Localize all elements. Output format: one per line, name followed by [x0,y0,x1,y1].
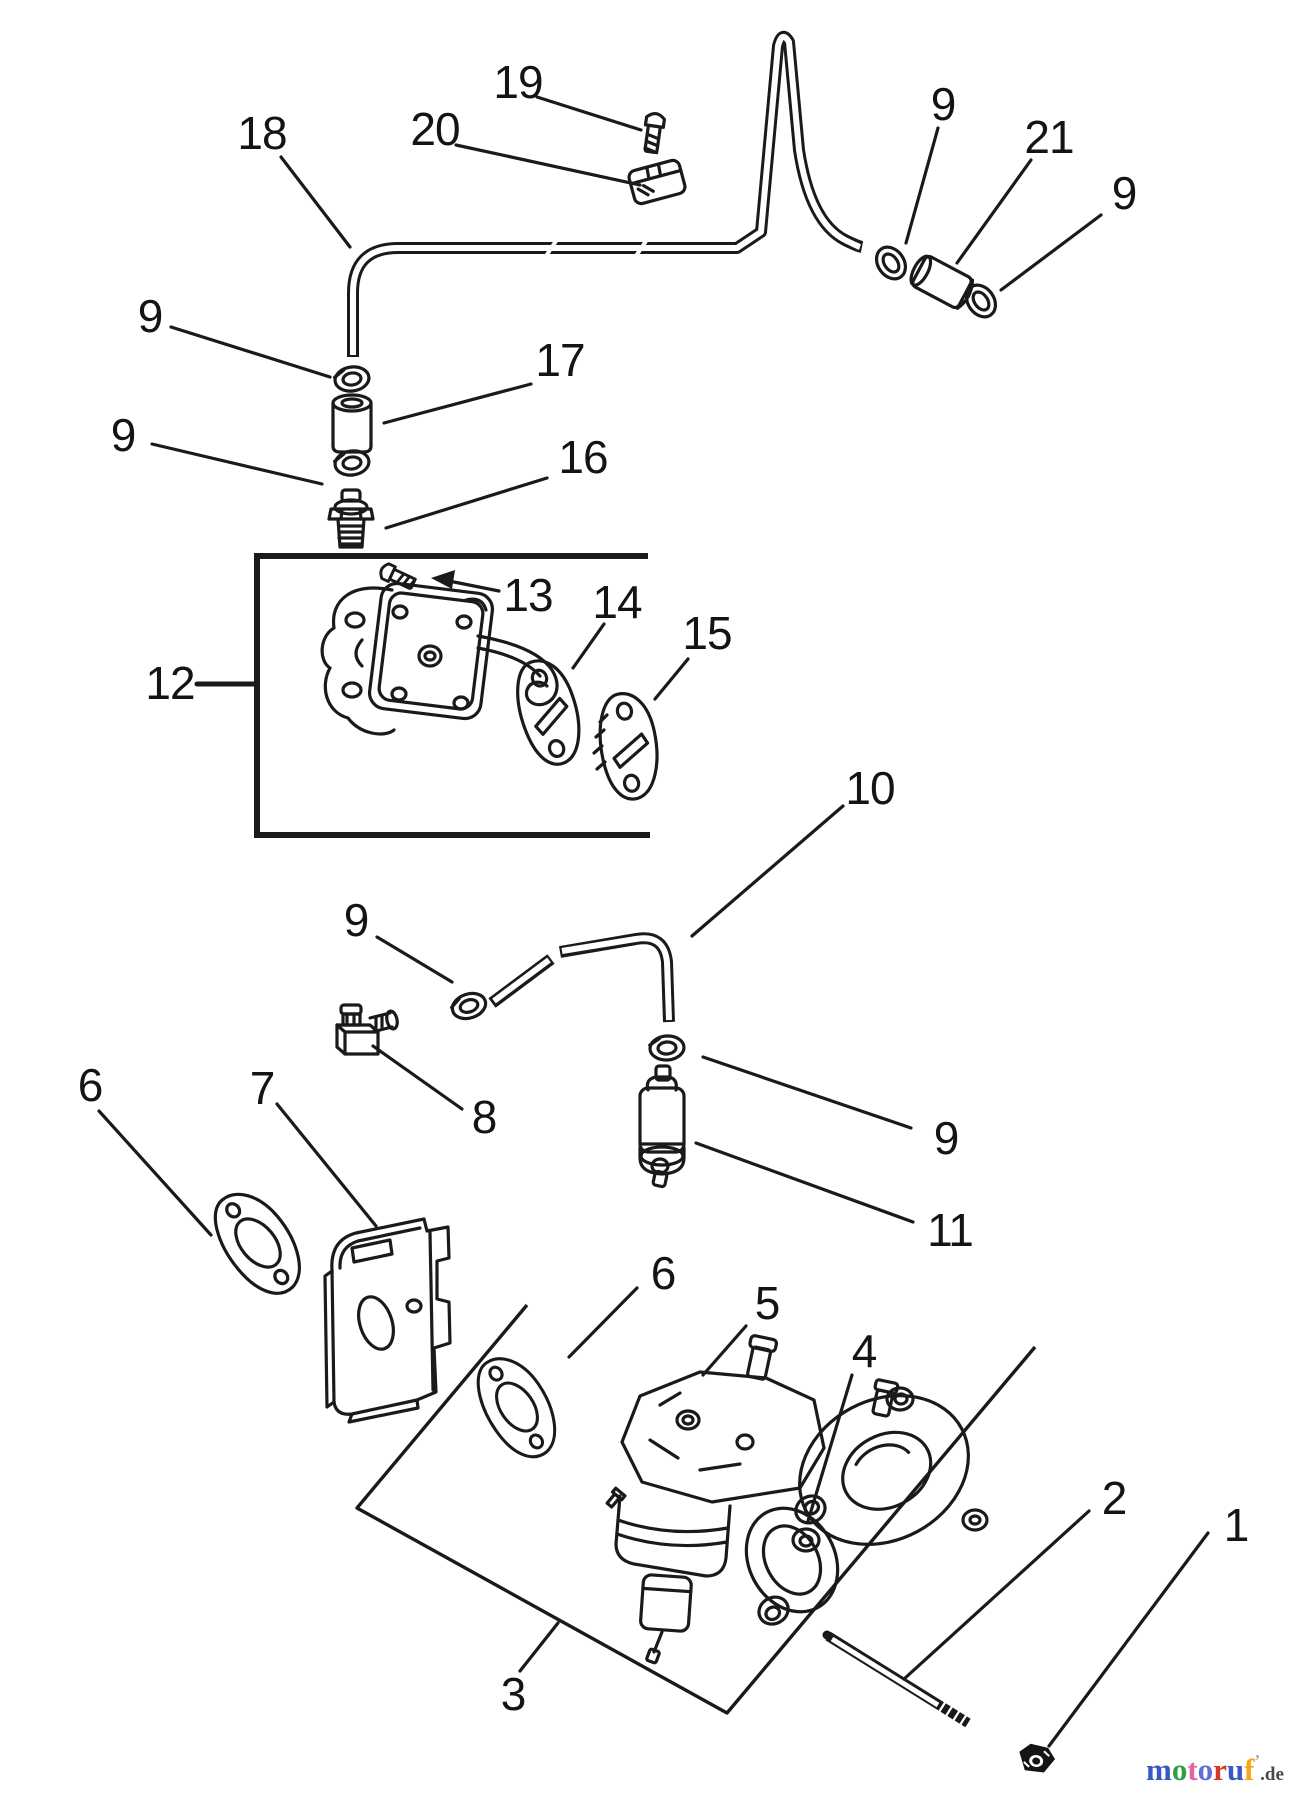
leader-line-13 [447,579,501,593]
watermark-letter: f [1244,1752,1255,1787]
callout-label-6: 6 [77,1059,104,1111]
watermark-suffix: .de [1260,1764,1284,1785]
leader-line-17 [382,382,533,425]
leader-line-16 [384,476,549,530]
callout-label-11: 11 [927,1204,974,1256]
callout-label-9: 9 [137,290,164,342]
callout-label-1: 1 [1223,1499,1250,1551]
leader-line-7 [275,1102,378,1228]
watermark-letter: t [1187,1752,1198,1787]
leader-arrowhead-13 [431,570,455,589]
part-10-fuel-hose [488,932,675,1023]
part-12-fuel-pump [320,581,559,736]
watermark-tick: ’ [1254,1751,1261,1770]
group-12-box [254,553,650,838]
leader-line-5 [701,1324,748,1377]
part-5-carburetor [605,1334,989,1665]
callout-label-7: 7 [249,1062,276,1114]
leader-lines-layer [97,95,1210,1748]
part-7-heat-shield [323,1217,452,1424]
callout-label-14: 14 [592,576,642,628]
callout-label-21: 21 [1024,111,1074,163]
part-14-gasket [502,651,595,774]
leader-line-21 [955,158,1033,265]
leader-line-19 [535,95,643,132]
callout-label-9: 9 [343,894,370,946]
leader-line-9 [169,325,332,379]
watermark-letter: o [1197,1752,1214,1787]
leader-line-18 [279,155,352,249]
part-1-nut [1019,1743,1056,1773]
callout-label-9: 9 [933,1112,960,1164]
leader-line-9 [999,213,1103,292]
callout-label-9: 9 [1111,167,1138,219]
callout-label-9: 9 [110,409,137,461]
watermark-logo: motoruf’.de [1146,1752,1284,1785]
leader-line-10 [690,804,845,938]
callout-label-10: 10 [845,762,895,814]
part-13-screw [376,560,418,593]
leader-line-4 [806,1373,854,1523]
part-11-fuel-filter [638,1064,686,1189]
watermark-letter: m [1146,1752,1172,1787]
leader-line-9 [701,1055,913,1130]
group-3-outline [355,1303,1037,1715]
part-9-clamp-ring-right2 [959,278,1003,324]
part-9-clamp-hose10 [447,987,491,1025]
callout-label-5: 5 [754,1277,781,1329]
part-18-fuel-line [347,30,864,357]
callout-label-6: 6 [650,1247,677,1299]
watermark-letter: u [1226,1752,1245,1787]
callout-label-17: 17 [535,334,585,386]
callout-label-20: 20 [410,103,460,155]
part-17-hose-piece [331,393,373,454]
callout-label-3: 3 [500,1668,527,1720]
part-15-gasket-hatch [592,713,609,771]
callout-label-18: 18 [237,107,287,159]
part-9-clamp-ring-right1 [869,240,913,286]
callout-label-4: 4 [851,1325,878,1377]
part-2-stud [822,1630,971,1728]
leader-line-20 [454,143,642,187]
watermark-letter: o [1171,1752,1188,1787]
leader-line-8 [371,1044,464,1111]
leader-line-11 [694,1141,915,1224]
leader-line-6 [97,1109,213,1237]
part-19-screw [640,110,667,155]
leader-line-9 [904,126,940,245]
part-16-fitting [327,488,375,549]
leader-line-9 [150,442,324,486]
part-20-line-clamp [627,158,687,206]
part-9-clamp-mid1 [331,363,373,395]
part-9-clamp-filter [647,1033,687,1063]
leader-line-15 [653,657,690,701]
leader-line-1 [1047,1531,1210,1748]
part-21-hose-sleeve [909,254,975,310]
callout-label-15: 15 [682,607,732,659]
part-8-elbow-fitting [335,1003,399,1056]
callout-label-16: 16 [558,431,608,483]
part-4-gasket [744,1494,840,1626]
part-6-gasket-left [195,1177,321,1309]
leader-line-6 [567,1286,639,1359]
callout-label-12: 12 [145,657,195,709]
callout-label-13: 13 [503,569,553,621]
leader-line-2 [902,1509,1091,1681]
callout-label-2: 2 [1101,1472,1128,1524]
leader-line-9 [375,935,454,984]
callout-label-9: 9 [930,78,957,130]
watermark-letter: r [1213,1752,1227,1787]
leader-line-14 [571,622,606,670]
callout-label-19: 19 [493,56,543,108]
callout-label-8: 8 [471,1091,498,1143]
leader-line-3 [518,1621,560,1673]
